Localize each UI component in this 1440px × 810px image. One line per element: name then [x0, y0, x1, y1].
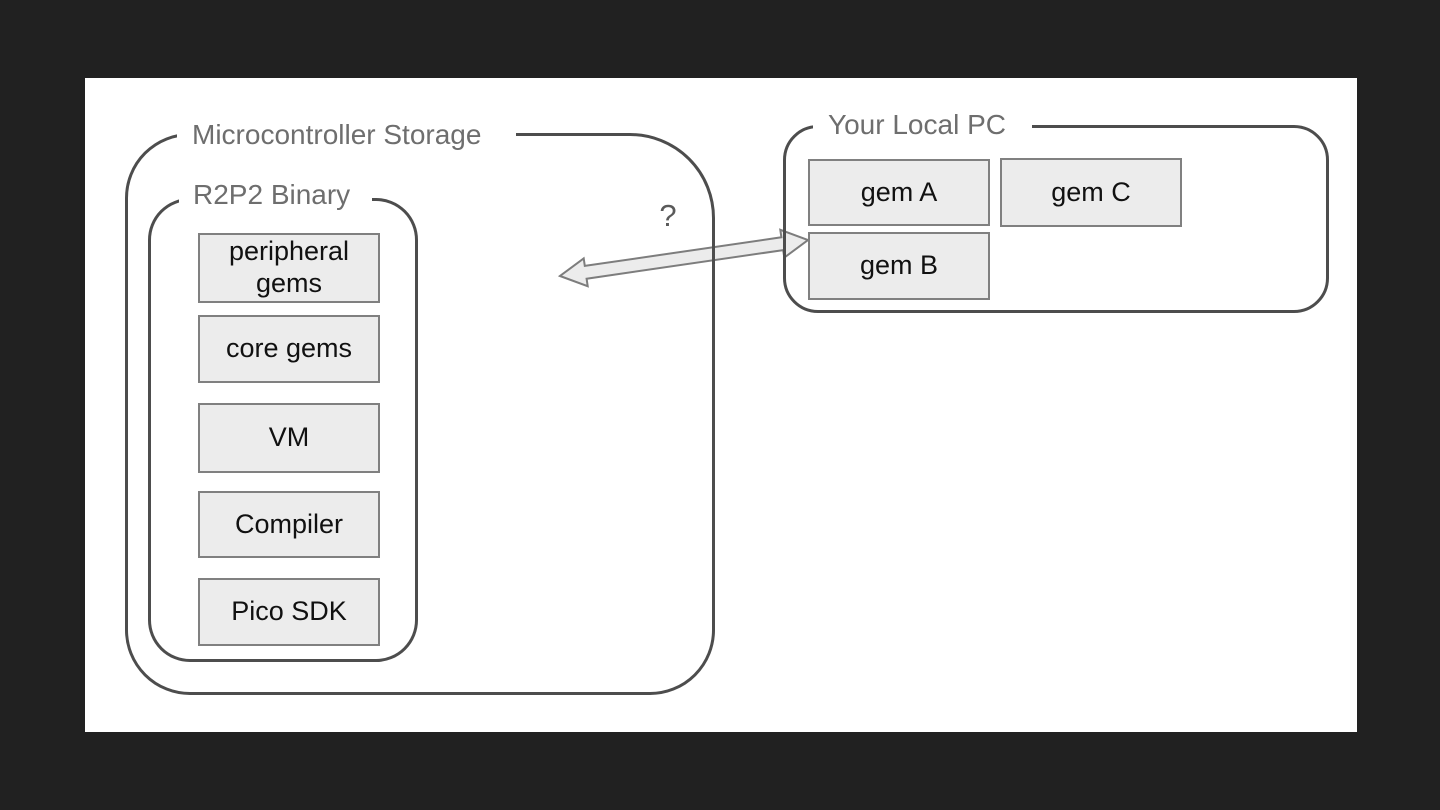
box-core-gems: core gems	[198, 315, 380, 383]
local-pc-container	[783, 125, 1329, 313]
box-pico-sdk: Pico SDK	[198, 578, 380, 646]
box-gem-b: gem B	[808, 232, 990, 300]
box-peripheral-gems: peripheral gems	[198, 233, 380, 303]
slide-canvas: Microcontroller Storage R2P2 Binary peri…	[85, 78, 1357, 732]
box-vm: VM	[198, 403, 380, 473]
box-compiler: Compiler	[198, 491, 380, 558]
microcontroller-storage-label: Microcontroller Storage	[177, 119, 517, 151]
r2p2-binary-label: R2P2 Binary	[179, 179, 373, 211]
question-mark-label: ?	[659, 198, 677, 233]
local-pc-label: Your Local PC	[813, 109, 1032, 141]
box-gem-a: gem A	[808, 159, 990, 226]
box-gem-c: gem C	[1000, 158, 1182, 227]
